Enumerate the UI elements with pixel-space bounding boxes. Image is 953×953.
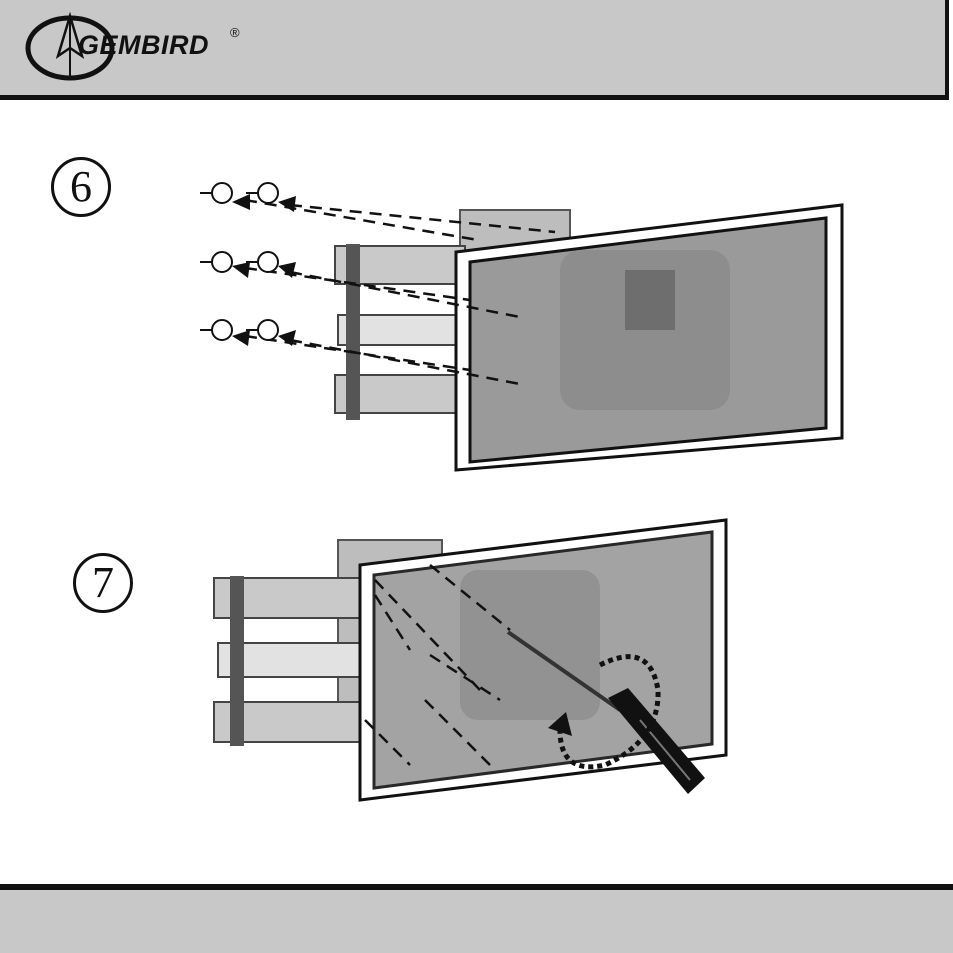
mount-arm bbox=[214, 576, 364, 746]
footer-band bbox=[0, 884, 953, 953]
